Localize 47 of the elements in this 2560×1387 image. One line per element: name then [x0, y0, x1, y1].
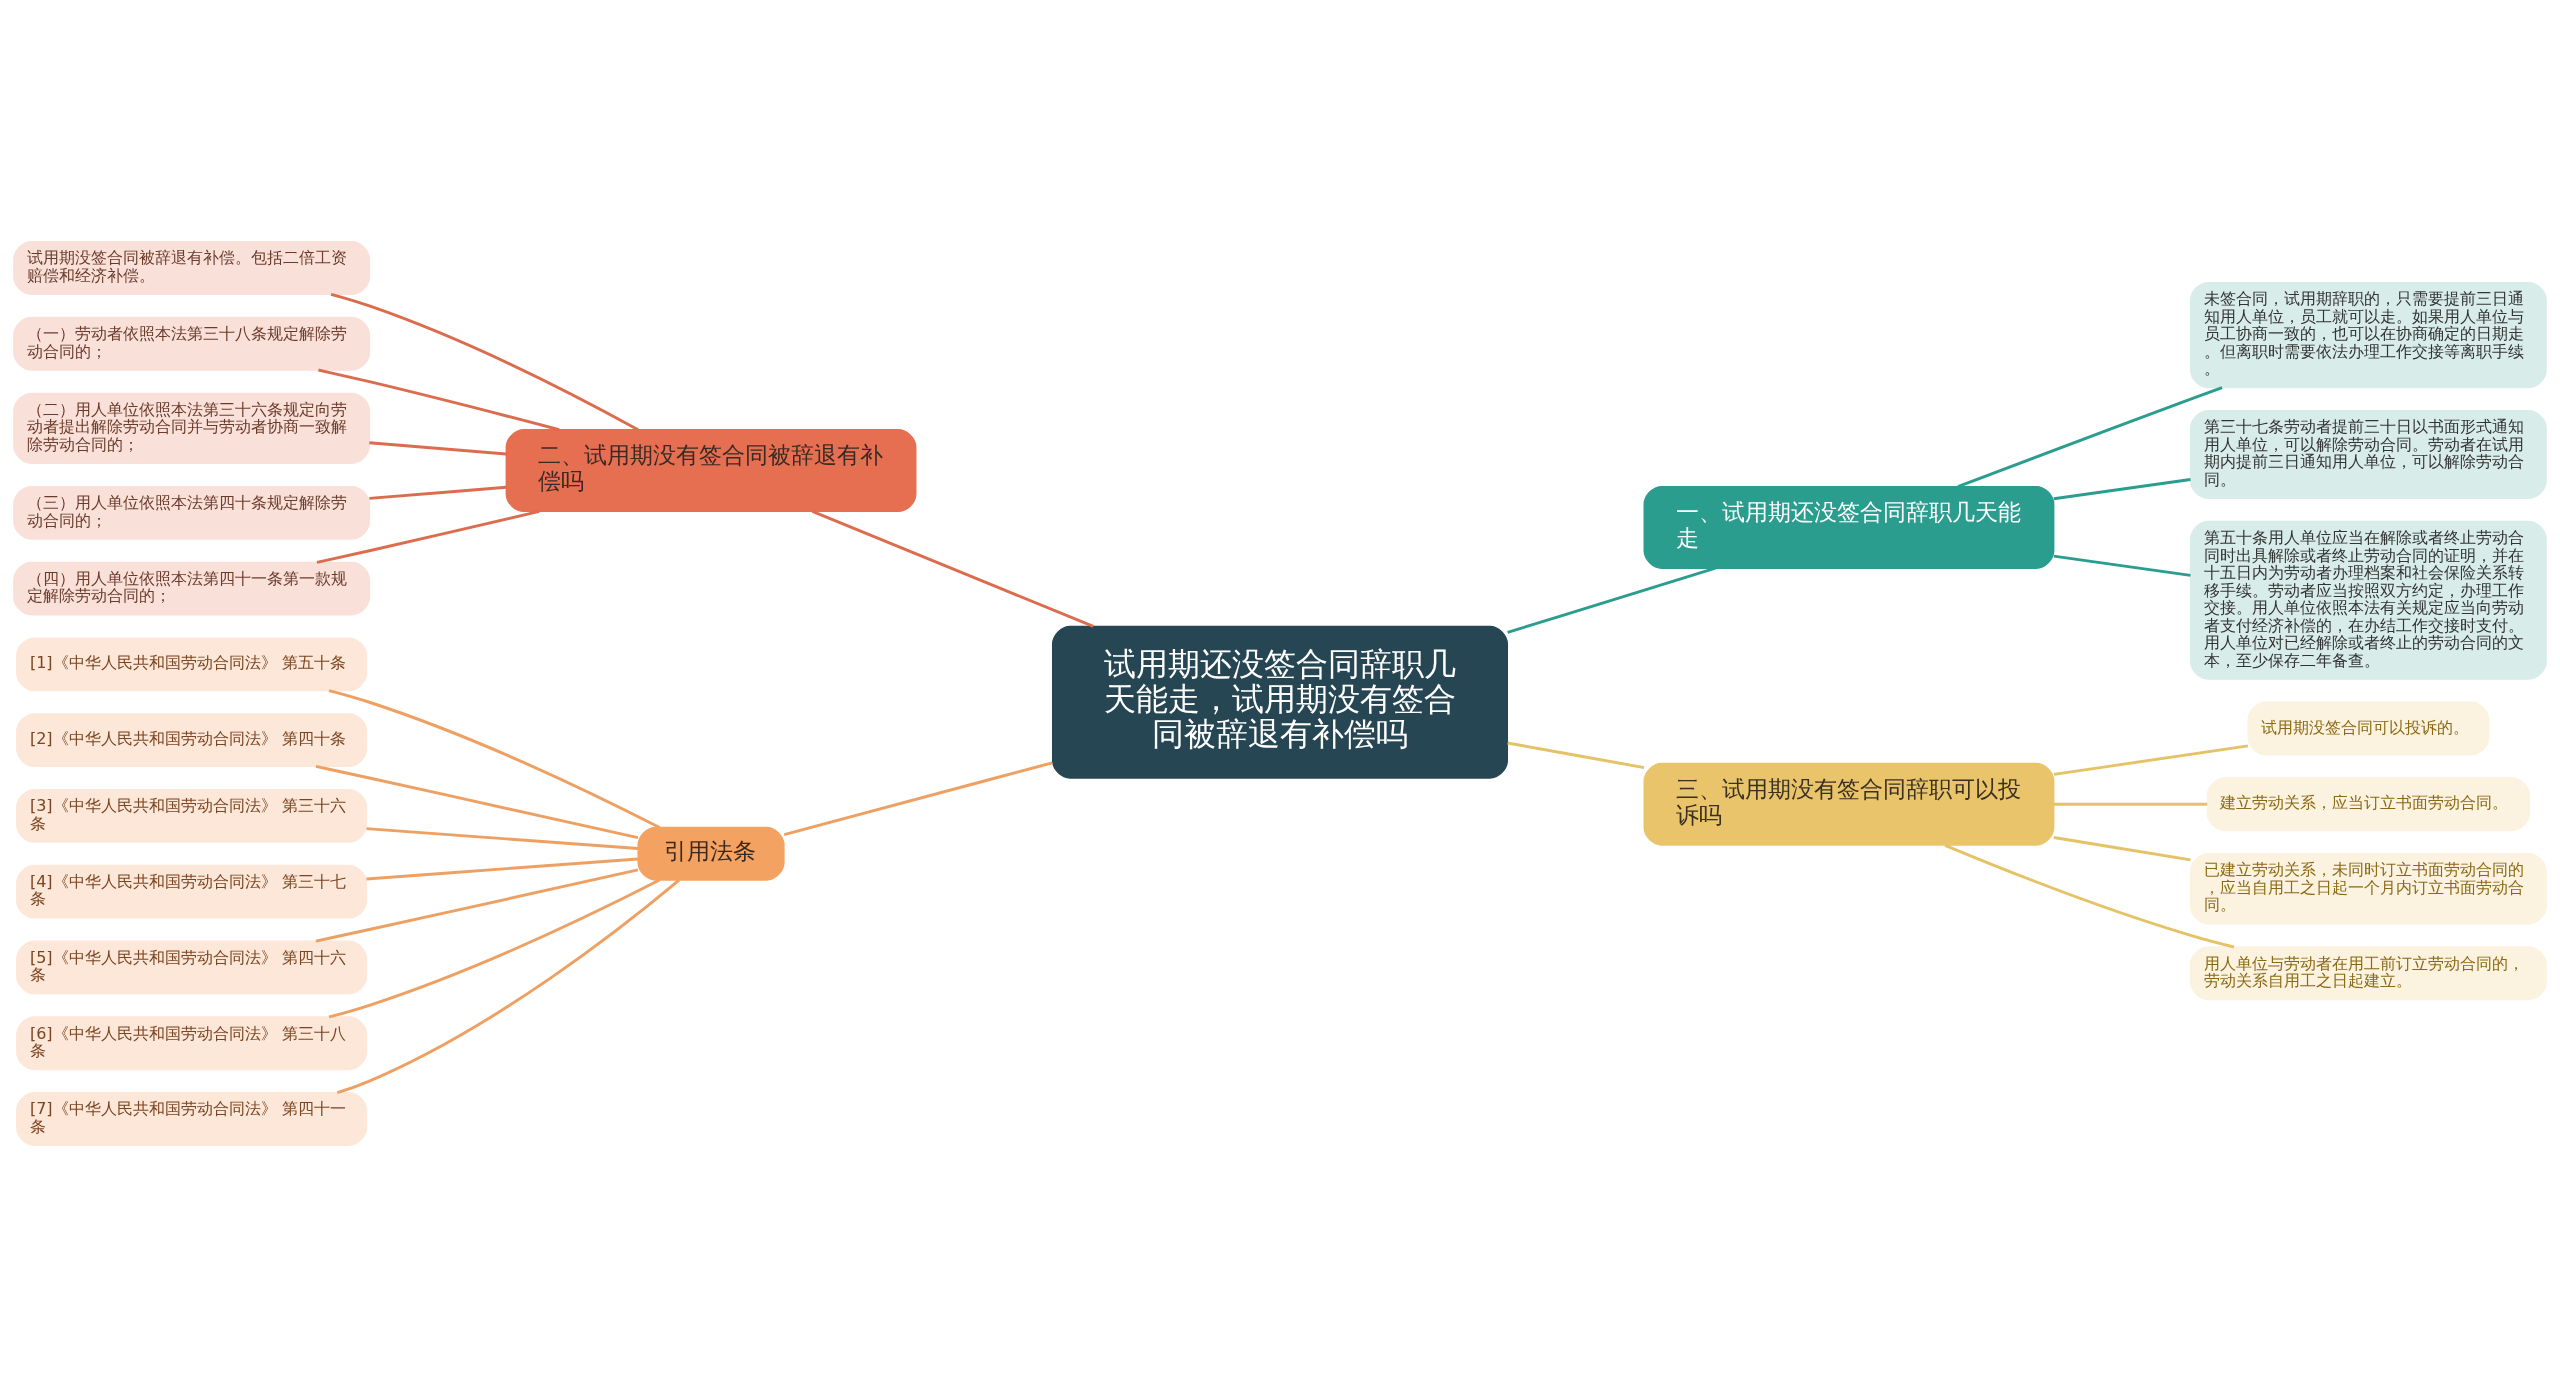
- node-box: 用人单位与劳动者在用工前订立劳动合同的，劳动关系自用工之日起建立。: [2189, 946, 2547, 1001]
- connector: [328, 689, 661, 829]
- node-box: 三、试用期没有签合同辞职可以投诉吗: [1643, 762, 2055, 846]
- node-box: 建立劳动关系，应当订立书面劳动合同。: [2206, 777, 2531, 832]
- connector: [1507, 566, 1716, 634]
- connector: [369, 441, 507, 456]
- node-box: （一）劳动者依照本法第三十八条规定解除劳动合同的；: [13, 316, 371, 371]
- node-box: [6]《中华人民共和国劳动合同法》 第三十八条: [16, 1016, 368, 1071]
- node-box: 试用期没签合同可以投诉的。: [2247, 701, 2490, 756]
- connector: [330, 292, 639, 431]
- connector: [1944, 843, 2235, 949]
- node-box: [7]《中华人民共和国劳动合同法》 第四十一条: [16, 1092, 368, 1146]
- node-box: [1]《中华人民共和国劳动合同法》 第五十条: [16, 637, 368, 692]
- node-box: 已建立劳动关系，未同时订立书面劳动合同的，应当自用工之日起一个月内订立书面劳动合同。: [2189, 853, 2547, 925]
- node-box: 试用期还没签合同辞职几天能走，试用期没有签合同被辞退有补偿吗: [1052, 625, 1508, 779]
- connector: [2053, 836, 2191, 862]
- connector: [316, 509, 540, 564]
- connector: [315, 868, 639, 943]
- node-box: [5]《中华人民共和国劳动合同法》 第四十六条: [16, 940, 368, 995]
- connector: [1957, 386, 2223, 488]
- connector: [2053, 802, 2208, 806]
- connector: [811, 510, 1094, 628]
- node-box: 第五十条用人单位应当在解除或者终止劳动合同时出具解除或者终止劳动合同的证明，并在十五日内为劳动者办理档案和社会保险关系转移手续。劳动者应当按照双方约定，办理工作交接。用人单位依照本法有关规定应当向劳动者支付经济补偿的，在办结工作交接时支付。用人单位对已经解除或者终止的劳动合同的文本，至少保存二年备查。: [2189, 520, 2547, 680]
- connector: [369, 485, 507, 500]
- node-box: [4]《中华人民共和国劳动合同法》 第三十七条: [16, 864, 368, 919]
- connector: [366, 827, 639, 850]
- node-box: [3]《中华人民共和国劳动合同法》 第三十六条: [16, 788, 368, 843]
- connector: [328, 878, 661, 1019]
- node-box: （三）用人单位依照本法第四十条规定解除劳动合同的；: [13, 485, 371, 540]
- connector: [783, 761, 1053, 836]
- connector: [336, 878, 680, 1095]
- node-box: 第三十七条劳动者提前三十日以书面形式通知用人单位，可以解除劳动合同。劳动者在试用期内提前三日通知用人单位，可以解除劳动合同。: [2189, 410, 2547, 499]
- node-box: 二、试用期没有签合同被辞退有补偿吗: [505, 429, 917, 513]
- connector: [366, 857, 639, 881]
- node-box: [2]《中华人民共和国劳动合同法》 第四十条: [16, 713, 368, 768]
- connector: [315, 764, 639, 840]
- connector: [2053, 554, 2191, 577]
- connector: [1507, 741, 1645, 770]
- connector: [2053, 744, 2249, 776]
- node-box: 未签合同，试用期辞职的，只需要提前三日通知用人单位，员工就可以走。如果用人单位与员工协商一致的，也可以在协商确定的日期走。但离职时需要依法办理工作交接等离职手续。: [2189, 281, 2547, 389]
- connector: [2053, 478, 2191, 501]
- node-box: （四）用人单位依照本法第四十一条第一款规定解除劳动合同的；: [13, 561, 371, 616]
- node-box: 试用期没签合同被辞退有补偿。包括二倍工资赔偿和经济补偿。: [13, 241, 371, 295]
- node-box: 引用法条: [637, 826, 785, 881]
- node-box: （二）用人单位依照本法第三十六条规定向劳动者提出解除劳动合同并与劳动者协商一致解除劳动合同的；: [13, 392, 371, 465]
- node-box: 一、试用期还没签合同辞职几天能走: [1643, 485, 2055, 569]
- connector: [318, 368, 560, 432]
